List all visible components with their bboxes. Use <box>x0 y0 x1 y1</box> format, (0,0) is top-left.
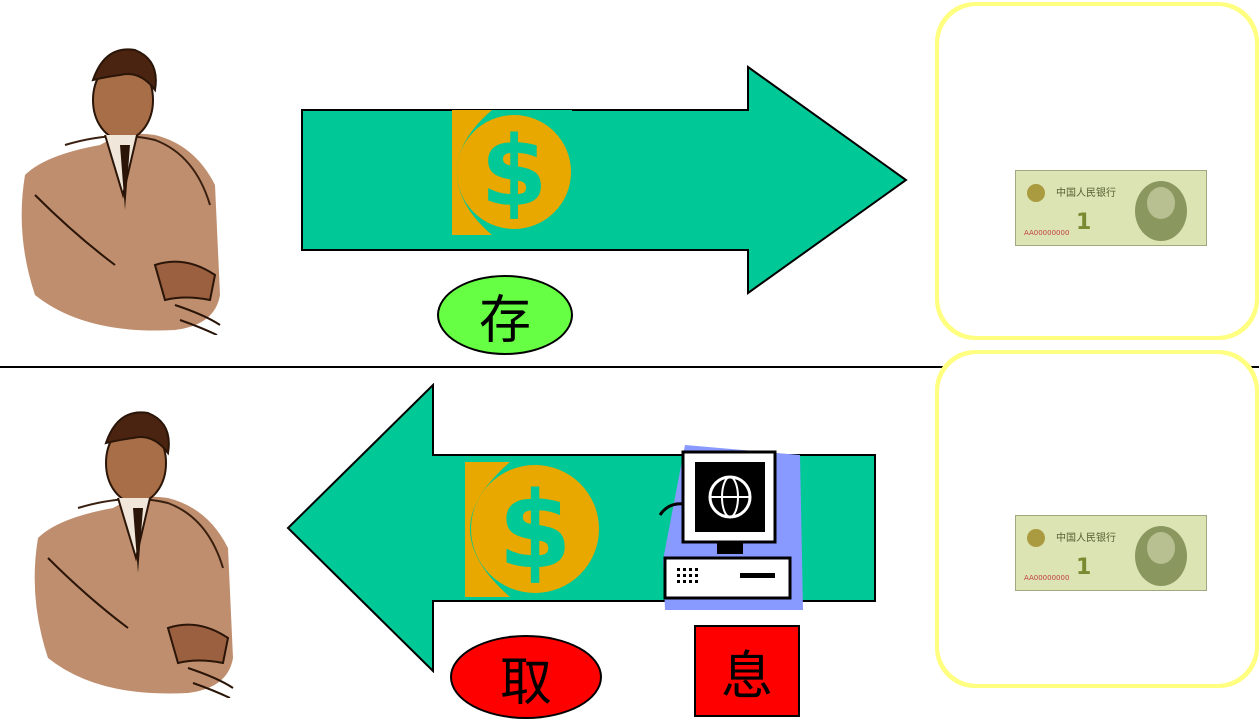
deposit-arrow <box>300 65 910 295</box>
interest-label: 息 <box>694 625 800 717</box>
deposit-label: 存 <box>437 275 573 355</box>
deposit-label-text: 存 <box>478 290 531 351</box>
withdraw-label: 取 <box>450 635 602 719</box>
banknote-image: 中国人民银行 1 AA00000000 <box>1015 170 1207 246</box>
dollar-coin-icon: $ <box>465 462 605 597</box>
banknote-frame-top: 中国人民银行 1 AA00000000 <box>935 2 1259 340</box>
svg-text:$: $ <box>498 469 572 592</box>
man-typing-illustration-bottom <box>18 398 238 698</box>
man-typing-illustration-top <box>5 35 225 335</box>
interest-label-text: 息 <box>720 646 773 707</box>
banknote-serial: AA00000000 <box>1024 574 1069 582</box>
withdraw-label-text: 取 <box>499 652 552 713</box>
computer-globe-icon <box>655 440 805 615</box>
section-divider <box>0 366 1259 368</box>
banknote-denomination: 1 <box>1076 555 1091 580</box>
dollar-coin-icon: $ <box>452 110 572 235</box>
banknote-serial: AA00000000 <box>1024 229 1069 237</box>
banknote-image: 中国人民银行 1 AA00000000 <box>1015 515 1207 591</box>
banknote-denomination: 1 <box>1076 210 1091 235</box>
banknote-frame-bottom: 中国人民银行 1 AA00000000 <box>935 350 1259 688</box>
svg-text:$: $ <box>481 116 548 228</box>
banknote-text: 中国人民银行 <box>1056 186 1116 199</box>
banknote-text: 中国人民银行 <box>1056 531 1116 544</box>
